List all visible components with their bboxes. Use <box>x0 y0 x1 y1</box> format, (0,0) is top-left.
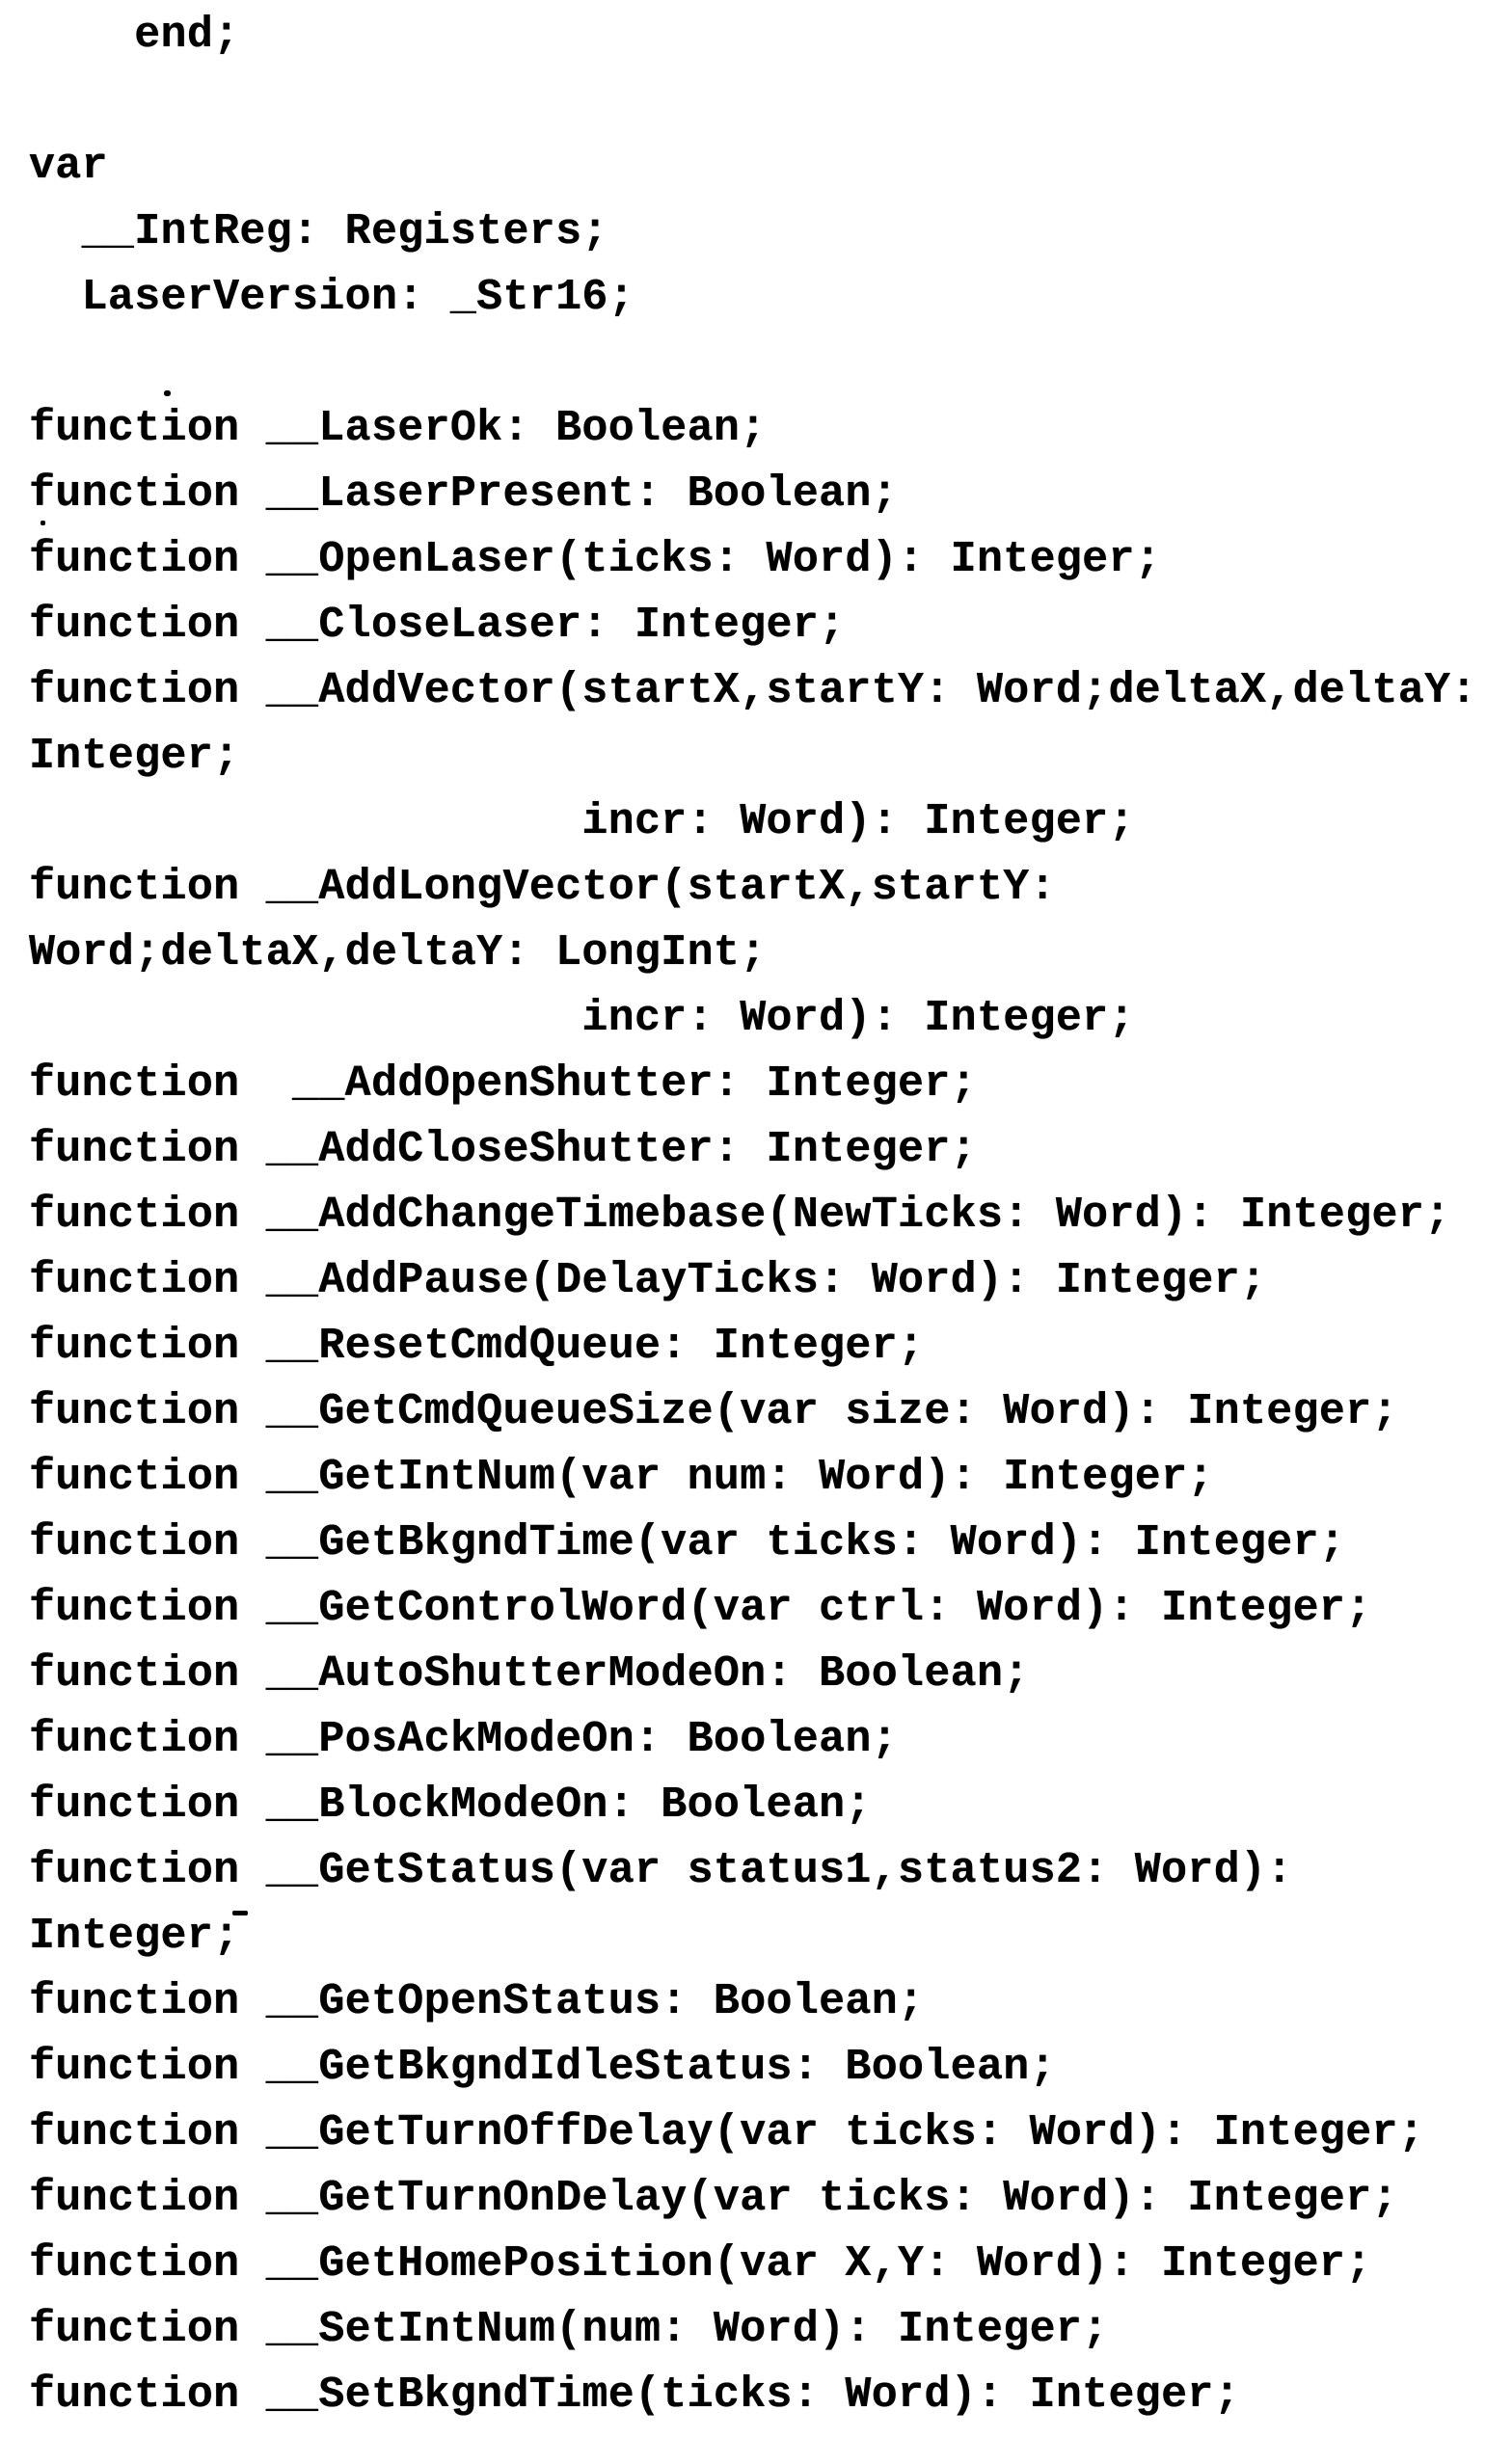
code-line: incr: Word): Integer; <box>29 994 1135 1043</box>
code-line: Word;deltaX,deltaY: LongInt; <box>29 928 767 978</box>
code-line: function __AddLongVector(startX,startY: <box>29 863 1056 912</box>
code-line: function __GetTurnOnDelay(var ticks: Wor… <box>29 2174 1398 2223</box>
code-line: function __GetBkgndTime(var ticks: Word)… <box>29 1518 1346 1567</box>
code-line: LaserVersion: _Str16; <box>29 273 635 322</box>
code-line: function __AutoShutterModeOn: Boolean; <box>29 1649 1030 1699</box>
code-line: function __AddVector(startX,startY: Word… <box>29 666 1477 715</box>
code-line: function __ResetCmdQueue: Integer; <box>29 1322 925 1371</box>
code-line: __IntReg: Registers; <box>29 207 608 256</box>
code-line: function __AddPause(DelayTicks: Word): I… <box>29 1256 1267 1305</box>
code-line <box>29 68 1477 134</box>
code-line: function __CloseLaser: Integer; <box>29 601 846 650</box>
code-listing: end; var __IntReg: Registers; LaserVersio… <box>29 3 1477 2428</box>
code-line: function __SetBkgndTime(ticks: Word): In… <box>29 2370 1241 2420</box>
code-line: function __AddCloseShutter: Integer; <box>29 1125 977 1174</box>
scan-speck <box>164 390 171 396</box>
code-line: function __SetIntNum(num: Word): Integer… <box>29 2305 1109 2354</box>
scan-speck <box>40 521 45 525</box>
code-line: function __AddOpenShutter: Integer; <box>29 1059 977 1109</box>
code-line: function __LaserOk: Boolean; <box>29 404 767 453</box>
code-line: incr: Word): Integer; <box>29 797 1135 846</box>
scan-speck <box>232 1911 248 1915</box>
code-line: function __OpenLaser(ticks: Word): Integ… <box>29 535 1162 584</box>
code-line: function __GetControlWord(var ctrl: Word… <box>29 1584 1372 1633</box>
code-line: function __GetIntNum(var num: Word): Int… <box>29 1453 1214 1502</box>
code-line: function __LaserPresent: Boolean; <box>29 469 899 519</box>
code-line: function __GetHomePosition(var X,Y: Word… <box>29 2239 1372 2289</box>
code-line: function __GetStatus(var status1,status2… <box>29 1846 1293 1895</box>
code-line: function __GetBkgndIdleStatus: Boolean; <box>29 2043 1056 2092</box>
code-line: function __BlockModeOn: Boolean; <box>29 1781 872 1830</box>
code-line: function __GetCmdQueueSize(var size: Wor… <box>29 1387 1398 1436</box>
code-line: Integer; <box>29 732 240 781</box>
code-line: end; <box>29 11 240 60</box>
code-line: function __GetOpenStatus: Boolean; <box>29 1977 925 2026</box>
code-line: Integer; <box>29 1912 240 1961</box>
code-line: function __PosAckModeOn: Boolean; <box>29 1715 899 1764</box>
code-line: var <box>29 142 108 191</box>
code-line: function __AddChangeTimebase(NewTicks: W… <box>29 1191 1451 1240</box>
code-line: function __GetTurnOffDelay(var ticks: Wo… <box>29 2108 1425 2157</box>
code-line <box>29 331 1477 396</box>
